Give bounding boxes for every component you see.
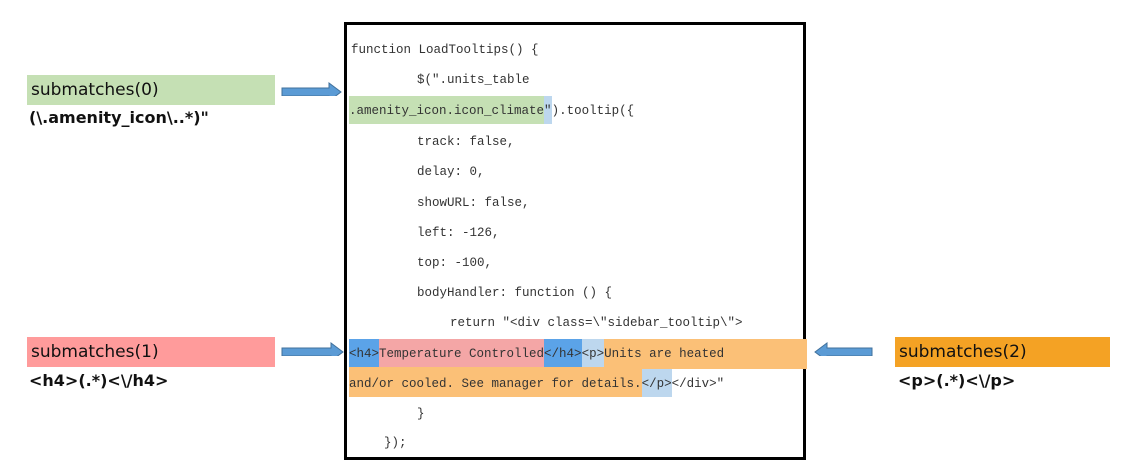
code-line: <h4>Temperature Controlled</h4><p>Units … (349, 339, 807, 369)
code-line: .amenity_icon.icon_climate").tooltip({ (349, 96, 634, 126)
submatch-2-regex: <p>(.*)<\/p> (898, 371, 1016, 390)
code-line: } (417, 407, 425, 421)
h4-open-highlight: <h4> (349, 339, 380, 367)
submatch-1-regex: <h4>(.*)<\/h4> (29, 371, 169, 390)
submatch-0-highlight: .amenity_icon.icon_climate (349, 96, 545, 124)
code-line: $(".units_table (417, 73, 530, 87)
code-line: track: false, (417, 135, 515, 149)
code-line: left: -126, (417, 226, 500, 240)
code-line: }); (384, 436, 407, 450)
submatch-2-highlight: and/or cooled. See manager for details. (349, 369, 642, 397)
code-line: and/or cooled. See manager for details.<… (349, 369, 724, 399)
code-line: showURL: false, (417, 196, 530, 210)
code-line: function LoadTooltips() { (351, 43, 539, 57)
code-line: bodyHandler: function () { (417, 286, 613, 300)
submatch-1-highlight: Temperature Controlled (379, 339, 545, 367)
p-open-highlight: <p> (581, 339, 605, 367)
code-text: ).tooltip({ (551, 104, 635, 118)
arrow-left-icon (814, 342, 873, 356)
code-line: delay: 0, (417, 165, 485, 179)
code-line: top: -100, (417, 256, 493, 270)
quote-highlight: " (544, 96, 552, 124)
code-line: return "<div class=\"sidebar_tooltip\"> (450, 316, 743, 330)
submatch-0-label: submatches(0) (27, 75, 275, 105)
submatch-1-label: submatches(1) (27, 337, 275, 367)
code-panel: function LoadTooltips() { $(".units_tabl… (344, 22, 807, 460)
submatch-2-label: submatches(2) (895, 337, 1110, 367)
code-text: </div>" (671, 377, 725, 391)
submatch-2-highlight: Units are heated (604, 339, 725, 367)
submatch-0-regex: (\.amenity_icon\..*)" (29, 108, 209, 127)
h4-close-highlight: </h4> (544, 339, 582, 367)
arrow-right-icon (281, 342, 344, 356)
p-close-highlight: </p> (641, 369, 672, 397)
arrow-right-icon (281, 82, 342, 96)
